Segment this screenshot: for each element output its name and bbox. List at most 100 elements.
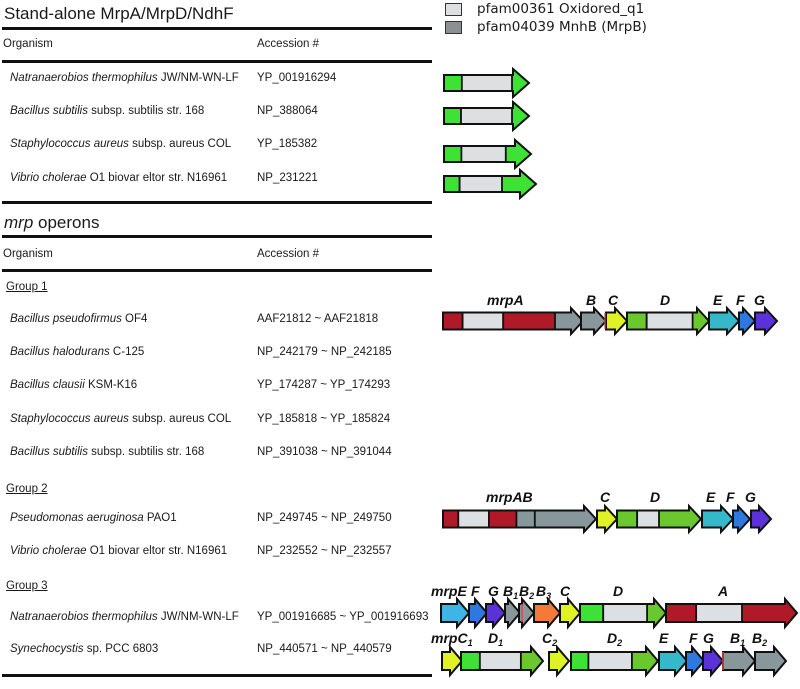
group1-gene-mrpB-outline [580, 305, 608, 337]
organism-cell: Vibrio cholerae O1 biovar eltor str. N16… [10, 172, 227, 184]
operons-title-rest: operons [33, 213, 100, 232]
group1-gene-mrpA-domain-0 [442, 311, 464, 331]
divider [2, 201, 432, 204]
group2-gene-mrpAB-outline [442, 503, 598, 535]
group3a-gene-mrpD [579, 596, 668, 630]
accession-cell: YP_185818 ~ YP_185824 [257, 413, 391, 425]
standalone-gene-arrow-0-outline [443, 66, 531, 100]
species-name: Bacillus subtilis [10, 105, 88, 117]
group2-gene-mrpE [701, 503, 735, 535]
group2-gene-mrpAB-domain-3 [515, 509, 536, 529]
group3a-gene-label-7: D [613, 583, 623, 599]
group3a-gene-mrpD-outline [579, 596, 668, 630]
group3b-gene-label-8: B2 [752, 630, 767, 648]
group1-gene-mrpB [580, 305, 608, 337]
group2-gene-label-4: F [726, 489, 735, 505]
species-name: Synechocystis [10, 643, 84, 655]
group2-gene-mrpF-body [733, 506, 750, 532]
standalone-gene-arrow-1-domain-0 [443, 107, 462, 125]
group3b-gene-mrpB2-body [755, 647, 786, 675]
group2-gene-mrpAB-domain-0 [442, 509, 460, 529]
group3a-gene-mrpB1-outline [504, 596, 522, 630]
group1-gene-mrpF-outline [738, 305, 757, 337]
group3a-gene-mrpF-body [469, 599, 487, 627]
strain-name: subsp. subtilis str. 168 [87, 105, 205, 117]
group3b-gene-mrpG-outline [702, 644, 725, 678]
strain-name: subsp. subtilis str. 168 [87, 446, 205, 458]
group1-gene-label-1: B [586, 292, 596, 308]
group1-gene-mrpC-outline [605, 305, 629, 337]
strain-name: subsp. aureus COL [128, 413, 232, 425]
group3b-gene-mrpC2-body [549, 647, 569, 675]
group3b-gene-label-4: E [659, 630, 669, 646]
group3b-gene-mrpD1-domain-1 [478, 651, 522, 671]
group3a-gene-mrpA-domain-1 [695, 603, 743, 623]
organism-cell: Staphylococcus aureus subsp. aureus COL [10, 138, 231, 150]
group3b-gene-mrpC1 [441, 644, 464, 678]
group1-gene-mrpE [708, 305, 741, 337]
organism-cell: Bacillus subtilis subsp. subtilis str. 1… [10, 446, 204, 458]
group3a-gene-mrpC-outline [559, 596, 582, 630]
divider [2, 269, 432, 272]
group3b-gene-mrpC2 [548, 644, 571, 678]
standalone-gene-arrow-2 [443, 137, 533, 171]
species-name: Natranaerobios thermophilus [10, 72, 158, 84]
organism-cell: Pseudomonas aeruginosa PAO1 [10, 512, 177, 524]
group3b-gene-mrpF [685, 644, 706, 678]
standalone-gene-arrow-2-domain-0 [443, 145, 463, 163]
organism-cell: Natranaerobios thermophilus JW/NM-WN-LF [10, 72, 239, 84]
group2-gene-mrpC [596, 503, 619, 535]
group1-gene-mrpA-domain-2 [502, 311, 556, 331]
group2-gene-label-1: C [600, 489, 611, 505]
organism-cell: Bacillus clausii KSM-K16 [10, 379, 137, 391]
group3b-gene-label-0: mrpC1 [431, 630, 473, 648]
group3b-gene-mrpD2-outline [570, 644, 660, 678]
species-name: Bacillus pseudofirmus [10, 313, 122, 325]
group-label: Group 1 [6, 281, 48, 293]
standalone-gene-arrow-1-outline [443, 99, 531, 133]
accession-cell: NP_231221 [257, 172, 318, 184]
species-name: Bacillus halodurans [10, 346, 110, 358]
species-name: Vibrio cholerae [10, 545, 87, 557]
group3a-gene-mrpB1-body [505, 599, 520, 627]
group3a-gene-label-5: B3 [536, 583, 551, 601]
group3b-gene-label-2: C2 [542, 630, 557, 648]
group1-gene-mrpE-body [709, 308, 739, 334]
divider [2, 674, 432, 677]
group1-gene-mrpC [605, 305, 629, 337]
species-name: Bacillus clausii [10, 379, 85, 391]
group3a-gene-label-6: C [560, 583, 571, 599]
legend-label-mnhb: pfam04039 MnhB (MrpB) [477, 19, 647, 35]
group3b-gene-mrpB2-outline [754, 644, 788, 678]
group-label: Group 2 [6, 483, 48, 495]
standalone-gene-arrow-2-domain-1 [460, 145, 507, 163]
group2-gene-mrpG [750, 503, 773, 535]
group3a-gene-label-2: G [488, 583, 499, 599]
divider [2, 27, 432, 30]
group2-gene-mrpE-outline [701, 503, 735, 535]
group3a-gene-label-4: B2 [519, 583, 534, 601]
group3b-gene-mrpD2-domain-0 [570, 651, 590, 671]
group2-gene-label-3: E [706, 489, 716, 505]
standalone-gene-arrow-1 [443, 99, 531, 133]
group3b-gene-mrpD1-outline [460, 644, 545, 678]
group2-gene-mrpC-body [597, 506, 617, 532]
group3a-gene-mrpC [559, 596, 582, 630]
group3b-gene-mrpD1 [460, 644, 545, 678]
group3a-gene-mrpD-domain-0 [579, 603, 605, 623]
group2-gene-mrpD-domain-0 [616, 509, 639, 529]
strain-name: OF4 [121, 313, 148, 325]
species-name: Pseudomonas aeruginosa [10, 512, 144, 524]
group3b-gene-mrpE-outline [658, 644, 689, 678]
group3a-gene-mrpG [485, 596, 507, 630]
group3b-gene-label-5: F [689, 630, 698, 646]
group3a-gene-mrpB1 [504, 596, 522, 630]
group3a-gene-mrpF-outline [468, 596, 489, 630]
group2-gene-label-5: G [745, 489, 756, 505]
group1-gene-mrpG-outline [754, 305, 779, 337]
accession-cell: NP_249745 ~ NP_249750 [257, 512, 392, 524]
group3b-gene-mrpD2 [570, 644, 660, 678]
organism-cell: Vibrio cholerae O1 biovar eltor str. N16… [10, 545, 227, 557]
accession-column-header: Accession # [257, 38, 320, 50]
group3a-gene-label-8: A [717, 583, 728, 599]
